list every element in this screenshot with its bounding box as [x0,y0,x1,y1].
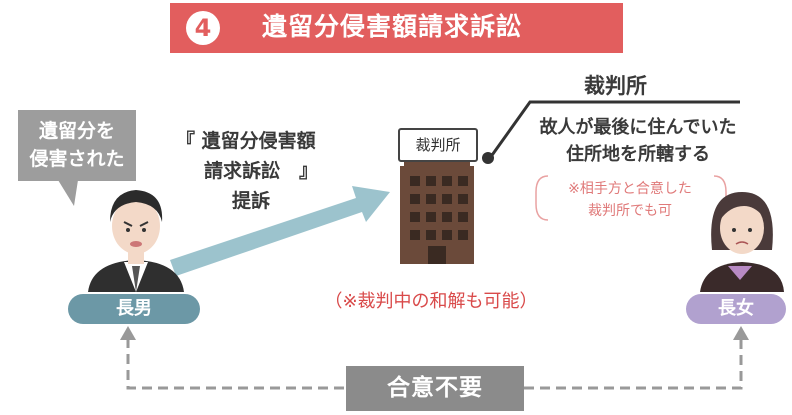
consent-not-required-box: 合意不要 [346,366,524,411]
arrowhead-up-left [120,326,136,340]
arrowhead-up-right [733,326,749,340]
lawsuit-arrow [170,186,390,276]
court-note-line-2: 裁判所でも可 [588,203,672,219]
eldest-son-avatar [88,190,184,292]
eldest-son-label: 長男 [68,294,200,324]
eldest-daughter-label: 長女 [686,294,786,324]
eldest-daughter-avatar [700,192,784,292]
settlement-note: （※裁判中の和解も可能） [324,291,538,312]
court-note: ※相手方と合意した 裁判所でも可 [540,178,720,222]
court-building-icon [400,158,474,264]
step-banner [170,3,623,53]
claim-line-1: 『 遺留分侵害額 [176,130,316,152]
court-sign: 裁判所 [398,128,478,162]
court-desc-line-1: 故人が最後に住んでいた [539,117,737,138]
step-number-badge: 4 [186,11,220,45]
court-description: 故人が最後に住んでいた 住所地を所轄する [528,114,748,168]
court-note-line-1: ※相手方と合意した [568,181,692,197]
step-title: 遺留分侵害額請求訴訟 [262,12,523,41]
consent-line-left [126,338,346,390]
consent-line-right [524,338,743,390]
speech-bubble-tail [58,180,78,206]
note-bracket-left [535,175,549,221]
court-title: 裁判所 [584,74,647,98]
court-callout-line [488,100,740,159]
bubble-line-1: 遺留分を [38,120,115,142]
court-desc-line-2: 住所地を所轄する [566,144,710,165]
claim-line-3: 提訴 [232,190,271,212]
speech-bubble-text: 遺留分を 侵害された [18,117,136,173]
callout-dot [482,152,494,164]
claim-line-2: 請求訴訟 』 [204,160,319,182]
bubble-line-2: 侵害された [29,148,125,170]
speech-bubble [18,110,136,181]
